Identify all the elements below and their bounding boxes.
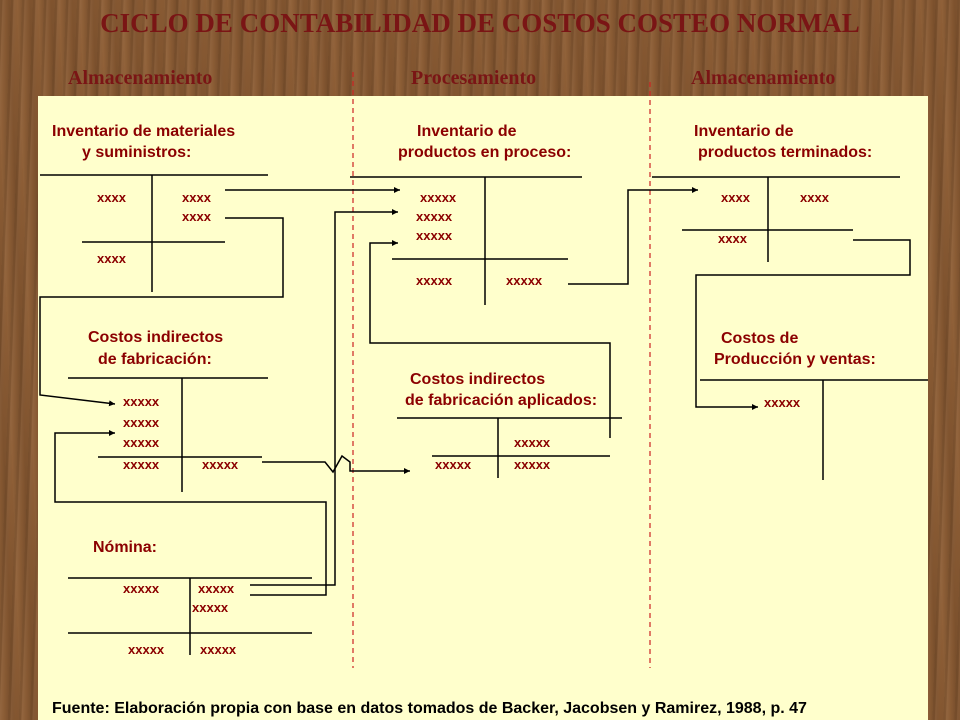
entry: xxxxx	[123, 581, 160, 596]
t-account-cif	[68, 377, 268, 492]
entry: xxxxx	[192, 600, 229, 615]
entry: xxxxx	[416, 273, 453, 288]
entry: xxxxx	[198, 581, 235, 596]
t-account-nomina	[68, 577, 312, 655]
account-subtitle-cif: de fabricación:	[98, 351, 212, 368]
entry: xxxxx	[420, 190, 457, 205]
entry: xxxxx	[764, 395, 801, 410]
account-subtitle-terminados: productos terminados:	[698, 144, 873, 161]
entry: xxxxx	[200, 642, 237, 657]
diagram-panel	[38, 96, 928, 720]
account-subtitle-proceso: productos en proceso:	[398, 144, 572, 161]
account-subtitle-materiales: y suministros:	[82, 144, 192, 161]
t-account-costo-ventas	[700, 379, 928, 480]
account-title-cif: Costos indirectos	[88, 329, 224, 346]
account-title-proceso: Inventario de	[417, 123, 517, 140]
entry: xxxx	[182, 209, 211, 224]
account-subtitle-cif-aplicados: de fabricación aplicados:	[405, 392, 598, 409]
flow-nomina-indirect-to-cif	[54, 430, 327, 596]
account-title-materiales: Inventario de materiales	[52, 123, 236, 140]
entry: xxxxx	[123, 394, 160, 409]
entry: xxxxx	[123, 457, 160, 472]
account-title-costo-ventas: Costos de	[721, 330, 799, 347]
entry: xxxxx	[506, 273, 543, 288]
entry: xxxx	[97, 251, 126, 266]
entry: xxxxx	[202, 457, 239, 472]
entry: xxxx	[718, 231, 747, 246]
entry: xxxxx	[123, 415, 160, 430]
t-account-cif-aplicados	[397, 417, 622, 478]
entry: xxxx	[182, 190, 211, 205]
flow-materiales-indirect-to-cif	[39, 217, 284, 407]
entry: xxxx	[721, 190, 750, 205]
account-title-cif-aplicados: Costos indirectos	[410, 371, 546, 388]
entry: xxxxx	[416, 209, 453, 224]
flow-terminados-to-ventas	[695, 239, 911, 410]
entry: xxxxx	[416, 228, 453, 243]
account-title-nomina: Nómina:	[93, 539, 157, 556]
flow-proceso-to-terminados	[568, 187, 698, 285]
entry: xxxxx	[435, 457, 472, 472]
t-account-materiales	[40, 174, 268, 292]
page-title: CICLO DE CONTABILIDAD DE COSTOS COSTEO N…	[100, 8, 860, 38]
column-header-almacenamiento-right: Almacenamiento	[691, 67, 836, 89]
entry: xxxx	[97, 190, 126, 205]
entry: xxxxx	[514, 435, 551, 450]
source-note: Fuente: Elaboración propia con base en d…	[52, 700, 807, 717]
column-header-procesamiento: Procesamiento	[411, 67, 537, 89]
entry: xxxxx	[123, 435, 160, 450]
account-title-terminados: Inventario de	[694, 123, 794, 140]
t-account-proceso	[350, 176, 582, 305]
t-account-terminados	[652, 176, 900, 262]
flow-cif-to-aplicados	[262, 454, 410, 474]
entry: xxxxx	[128, 642, 165, 657]
entry: xxxxx	[514, 457, 551, 472]
flow-nomina-to-proceso	[250, 209, 398, 586]
flow-aplicados-to-proceso	[369, 240, 611, 438]
column-header-almacenamiento-left: Almacenamiento	[68, 67, 213, 89]
entry: xxxx	[800, 190, 829, 205]
account-subtitle-costo-ventas: Producción y ventas:	[714, 351, 876, 368]
